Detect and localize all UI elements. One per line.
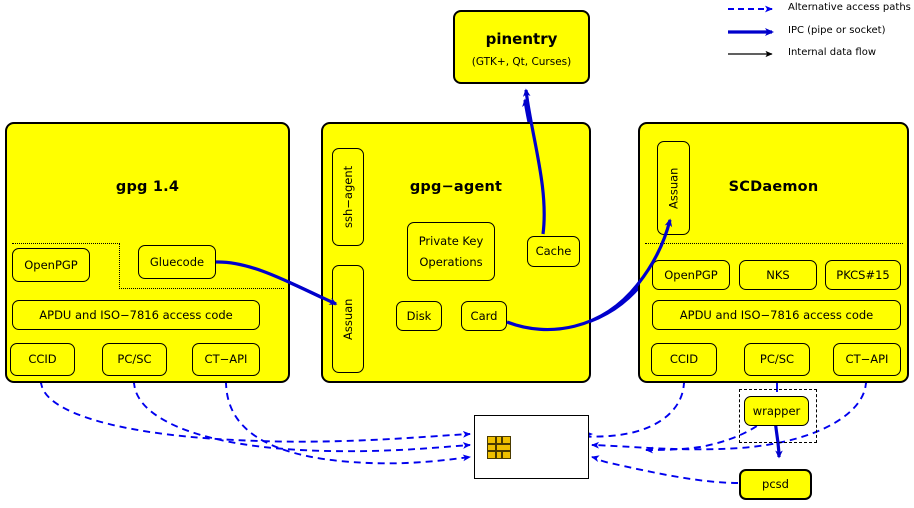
pcsd-box[interactable]: pcsd [739, 469, 812, 500]
process-gpg-agent-title: gpg−agent [409, 179, 503, 195]
legend-label-alternative-paths: Alternative access paths [788, 2, 911, 13]
agent-block-disk[interactable]: Disk [396, 301, 442, 331]
gpg-block-gluecode-label: Gluecode [149, 254, 205, 269]
gpg-block-ccid[interactable]: CCID [10, 343, 75, 376]
scd-block-pcsc[interactable]: PC/SC [744, 343, 810, 376]
scd-block-apdu-label: APDU and ISO−7816 access code [679, 307, 874, 322]
scd-block-openpgp-label: OpenPGP [664, 267, 718, 282]
pcsd-label: pcsd [762, 477, 789, 492]
agent-block-card[interactable]: Card [461, 301, 507, 331]
wrapper-label: wrapper [752, 403, 801, 418]
gpg-block-openpgp-label: OpenPGP [24, 257, 78, 272]
gpg-block-openpgp[interactable]: OpenPGP [12, 248, 90, 282]
pinentry-subtitle: (GTK+, Qt, Curses) [471, 56, 572, 68]
smartcard-chip-icon [487, 436, 511, 459]
gpg-dotted-vertical [119, 243, 120, 289]
gpg-dotted-bottom-right [119, 288, 284, 289]
gpg-block-ccid-label: CCID [28, 352, 57, 367]
process-scdaemon-title: SCDaemon [728, 179, 819, 195]
scd-block-openpgp[interactable]: OpenPGP [652, 260, 730, 290]
gpg-block-apdu[interactable]: APDU and ISO−7816 access code [12, 300, 260, 330]
agent-block-disk-label: Disk [406, 308, 432, 323]
scd-block-ctapi-label: CT−API [845, 352, 889, 367]
pinentry-box[interactable]: pinentry (GTK+, Qt, Curses) [453, 10, 590, 84]
agent-block-assuan[interactable]: Assuan [332, 265, 364, 373]
scd-block-ccid[interactable]: CCID [651, 343, 717, 376]
wrapper-box[interactable]: wrapper [744, 396, 809, 426]
scd-block-nks[interactable]: NKS [739, 260, 817, 290]
gpg-block-pcsc-label: PC/SC [117, 352, 152, 367]
altpath-gpg-ccid-to-card [40, 380, 471, 443]
gpg-block-apdu-label: APDU and ISO−7816 access code [39, 307, 233, 322]
gpg-block-pcsc[interactable]: PC/SC [102, 343, 167, 376]
scd-block-assuan-label: Assuan [666, 167, 681, 209]
scd-block-pkcs15[interactable]: PKCS#15 [825, 260, 901, 290]
scd-block-assuan[interactable]: Assuan [657, 141, 690, 235]
wrapper-dashed-enclosure [739, 389, 817, 443]
scd-block-ccid-label: CCID [669, 352, 699, 367]
scdaemon-dotted-separator [645, 243, 903, 244]
legend-glyphs [728, 5, 774, 58]
agent-block-cache[interactable]: Cache [527, 236, 580, 267]
agent-block-ssh-agent-label: ssh−agent [340, 165, 355, 229]
agent-block-ssh-agent[interactable]: ssh−agent [332, 148, 364, 246]
legend-label-internal-flow: Internal data flow [788, 47, 877, 58]
agent-block-pko-line2: Operations [419, 254, 483, 269]
legend-label-ipc: IPC (pipe or socket) [788, 25, 886, 36]
altpath-gpg-ctapi-to-card [225, 380, 471, 465]
process-gpg-1-4-title: gpg 1.4 [115, 179, 180, 195]
agent-block-cache-label: Cache [535, 244, 572, 259]
altpath-pcsd-to-card [591, 455, 739, 484]
gpg-dotted-top-left [12, 243, 120, 244]
agent-block-card-label: Card [470, 308, 498, 323]
scd-block-pkcs15-label: PKCS#15 [836, 267, 890, 282]
pinentry-title: pinentry [485, 30, 558, 48]
gpg-block-ctapi[interactable]: CT−API [192, 343, 260, 376]
scd-block-pcsc-label: PC/SC [759, 352, 795, 367]
gpg-block-gluecode[interactable]: Gluecode [138, 245, 216, 279]
altpath-gpg-pcsc-to-card [133, 380, 471, 453]
scd-block-apdu[interactable]: APDU and ISO−7816 access code [652, 300, 901, 330]
gpg-block-ctapi-label: CT−API [204, 352, 248, 367]
altpath-scd-ccid-to-card [574, 380, 685, 438]
agent-block-private-key-operations[interactable]: Private Key Operations [407, 222, 495, 281]
scd-block-nks-label: NKS [766, 267, 790, 282]
agent-block-pko-line1: Private Key [418, 234, 484, 249]
agent-block-assuan-label: Assuan [340, 298, 355, 340]
scd-block-ctapi[interactable]: CT−API [833, 343, 901, 376]
